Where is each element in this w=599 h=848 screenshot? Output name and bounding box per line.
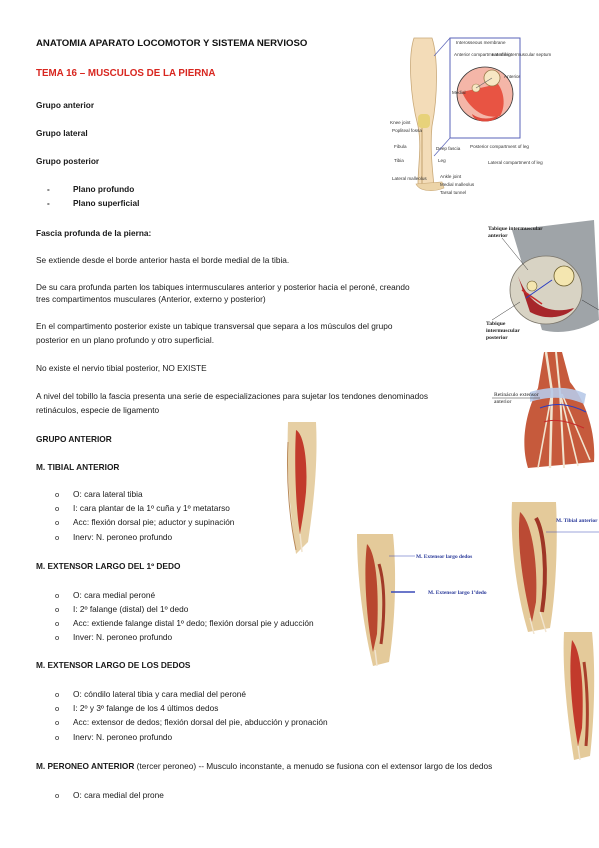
list-item: I: 2º y 3º falange de los 4 últimos dedo…: [55, 703, 218, 714]
figure-label: Fibula: [394, 144, 407, 149]
figure-label: Tabique: [486, 321, 506, 327]
figure-label: Knee joint: [390, 120, 411, 125]
figure-label: posterior: [486, 335, 508, 341]
extensores-illustration: [511, 502, 599, 635]
figure-label: M. Extensor largo dedos: [416, 554, 473, 560]
figure-label: Tarsal tunnel: [440, 190, 467, 195]
figure-label: intermuscular: [486, 328, 520, 334]
list-item: O: cara lateral tibia: [55, 489, 143, 500]
fascia-heading: Fascia profunda de la pierna:: [36, 228, 152, 238]
figure-label: Ankle joint: [440, 174, 462, 179]
figure-label: Medial: [452, 90, 466, 95]
group-item: Grupo lateral: [36, 128, 88, 138]
figure-label: Lateral intermuscular septum: [492, 52, 552, 57]
list-item: Inerv: N. peroneo profundo: [55, 532, 172, 543]
figure-label: anterior: [488, 233, 508, 239]
list-item: I: 2º falange (distal) del 1º dedo: [55, 604, 188, 615]
figure-label: M. Tibial anterior: [556, 518, 598, 524]
list-item: O: cara medial peroné: [55, 590, 155, 601]
peroneo-anterior-figure: [560, 632, 599, 762]
topic-title: TEMA 16 – MUSCULOS DE LA PIERNA: [36, 68, 216, 79]
figure-label: Posterior compartment of leg: [470, 144, 529, 149]
group-item: Grupo anterior: [36, 100, 95, 110]
list-item: Acc: extensor de dedos; flexión dorsal d…: [55, 717, 328, 728]
figure-label: M. Extensor largo 1ºdedo: [428, 590, 487, 596]
fascia-paragraph: A nivel del tobillo la fascia presenta u…: [36, 391, 429, 401]
muscle-heading: M. EXTENSOR LARGO DE LOS DEDOS: [36, 660, 191, 670]
muscle-heading-line: M. PERONEO ANTERIOR (tercer peroneo) -- …: [36, 761, 492, 772]
figure-label: Anterior: [504, 74, 521, 79]
list-item: Inerv: N. peroneo profundo: [55, 732, 172, 743]
fascia-paragraph: retináculos, especie de ligamento: [36, 405, 160, 415]
figure-label: Interosseous membrane: [456, 40, 506, 45]
figure-label: Deep fascia: [436, 146, 461, 151]
fascia-paragraph: tres compartimentos musculares (Anterior…: [36, 294, 266, 304]
figure-label: Tabique intermuscular: [488, 226, 543, 232]
fascia-paragraph: No existe el nervio tibial posterior, NO…: [36, 363, 207, 373]
fascia-paragraph: posterior en un plano profundo y otro su…: [36, 335, 215, 345]
plane-item: Plano superficial: [47, 198, 140, 209]
group-item: Grupo posterior: [36, 156, 100, 166]
figure-label: Leg: [438, 158, 446, 163]
figure-label: anterior: [494, 399, 512, 405]
list-item: I: cara plantar de la 1º cuña y 1º metat…: [55, 503, 230, 514]
list-item: Acc: flexión dorsal pie; aductor y supin…: [55, 517, 234, 528]
fascia-paragraph: Se extiende desde el borde anterior hast…: [36, 255, 290, 265]
figure-label: Retináculo extensor: [494, 392, 539, 398]
figure-label: Anterior compartment of leg: [454, 52, 511, 57]
tabiques-illustration: [491, 220, 599, 332]
list-item: Acc: extiende falange distal 1º dedo; fl…: [55, 618, 314, 629]
muscle-note: (tercer peroneo) -- Musculo inconstante,…: [134, 761, 493, 771]
figure-label: Medial malleolus: [440, 182, 475, 187]
extensor-dedo-figure: [353, 534, 415, 668]
tabiques-figure: Tabique intermuscular anterior Tabique i…: [482, 220, 599, 350]
document-title: ANATOMIA APARATO LOCOMOTOR Y SISTEMA NER…: [36, 38, 308, 49]
tibial-anterior-figure: [282, 422, 322, 554]
leg-cross-section-figure: Knee joint Popliteal fossa Fibula Tibia …: [388, 36, 551, 196]
fascia-paragraph: De su cara profunda parten los tabiques …: [36, 282, 410, 292]
list-item: O: cóndilo lateral tibia y cara medial d…: [55, 689, 246, 700]
retinaculo-figure: Retináculo extensor anterior: [490, 351, 599, 470]
plane-item: Plano profundo: [47, 184, 134, 195]
figure-label: Tibia: [394, 158, 404, 163]
list-item: Inver: N. peroneo profundo: [55, 632, 172, 643]
muscle-heading: M. TIBIAL ANTERIOR: [36, 462, 120, 472]
extensor-dedo-illustration: [357, 534, 415, 667]
peroneo-anterior-illustration: [563, 632, 595, 761]
tibial-anterior-illustration: [286, 422, 317, 554]
figure-label: Popliteal fossa: [392, 128, 422, 133]
leg-cross-section-illustration: [410, 37, 521, 191]
figure-label: Lateral compartment of leg: [488, 160, 543, 165]
foot-retinaculum-illustration: [492, 351, 595, 469]
muscle-heading: M. PERONEO ANTERIOR: [36, 761, 135, 771]
muscle-heading: M. EXTENSOR LARGO DEL 1º DEDO: [36, 561, 181, 571]
extensores-figure: M. Extensor largo dedos M. Extensor larg…: [416, 502, 599, 635]
figure-label: Lateral malleolus: [392, 176, 427, 181]
section-heading: GRUPO ANTERIOR: [36, 434, 112, 444]
list-item: O: cara medial del prone: [55, 790, 164, 801]
fascia-paragraph: En el compartimento posterior existe un …: [36, 321, 393, 331]
